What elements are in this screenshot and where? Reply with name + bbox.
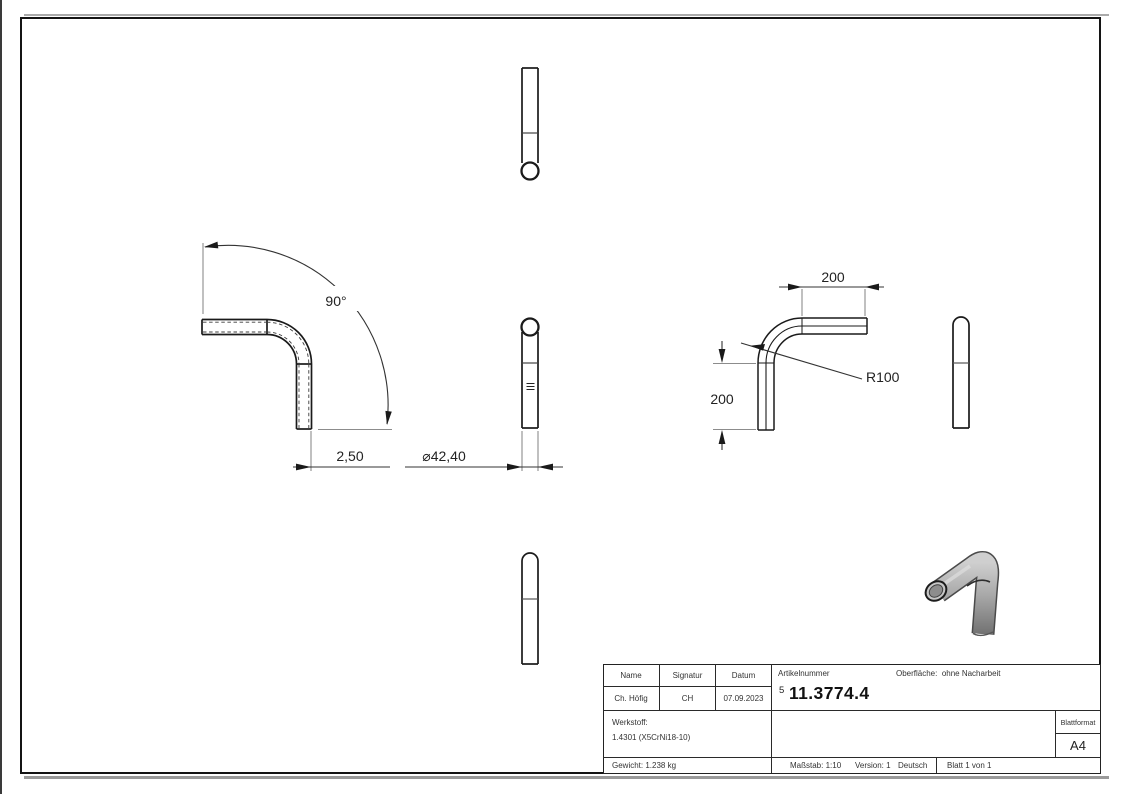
drawing-frame: [20, 17, 1101, 774]
title-block-signature: CH: [660, 687, 716, 711]
title-block: [603, 664, 1101, 774]
marking-symbol: [526, 383, 535, 390]
surface-finish: Oberfläche: ohne Nacharbeit: [896, 669, 1001, 678]
right-pipe-view: [952, 316, 970, 429]
title-block-header-name: Name: [603, 664, 660, 687]
side-bend-view: [757, 317, 868, 431]
language-value: Deutsch: [898, 761, 928, 770]
material-label: Werkstoff:: [612, 718, 648, 727]
empty-cell: [772, 711, 1056, 758]
vertical-leg-dimension: 200: [710, 341, 756, 450]
wall-thickness-label: 2,50: [336, 448, 363, 464]
diameter-label: ⌀42,40: [422, 448, 466, 464]
weight-cell: Gewicht: 1.238 kg: [603, 758, 772, 773]
material-value: 1.4301 (X5CrNi18-10): [612, 733, 691, 742]
bottom-pipe-view: [521, 552, 539, 665]
top-pipe-view: [520, 67, 540, 181]
bend-radius-label: R100: [866, 369, 900, 385]
angle-dimension: 90°: [202, 241, 392, 431]
bend-radius-dimension: R100: [740, 342, 900, 385]
front-bend-hidden-lines: [203, 321, 310, 428]
pipe-opening: [924, 580, 948, 602]
sheet-format-value: A4: [1056, 734, 1100, 758]
version-value: Version: 1: [855, 761, 891, 770]
frame-shadow-top: [24, 14, 1109, 16]
wall-thickness-dimension: 2,50: [293, 431, 390, 471]
article-number-value: 11.3774.4: [789, 683, 870, 703]
article-number-cell: Artikelnummer Oberfläche: ohne Nacharbei…: [772, 664, 1100, 711]
material-cell: Werkstoff: 1.4301 (X5CrNi18-10): [603, 711, 772, 758]
sheet-format-label: Blattformat: [1056, 711, 1100, 734]
article-number-prefix: 5: [779, 685, 785, 696]
bend-seam-line: [966, 579, 991, 587]
front-pipe-view: [520, 317, 540, 429]
vertical-leg-label: 200: [710, 391, 734, 407]
horizontal-leg-label: 200: [821, 269, 845, 285]
title-block-header-signature: Signatur: [660, 664, 716, 687]
article-number-label: Artikelnummer: [778, 669, 830, 678]
frame-shadow-bottom: [24, 776, 1109, 779]
horizontal-leg-dimension: 200: [779, 269, 884, 316]
diameter-dimension: ⌀42,40: [405, 431, 563, 471]
sheet-count-cell: Blatt 1 von 1: [947, 761, 992, 770]
scale-value: Maßstab: 1:10: [790, 761, 842, 770]
bend-angle-label: 90°: [325, 293, 346, 309]
title-block-name: Ch. Höfig: [603, 687, 660, 711]
front-bend-view: [201, 318, 313, 430]
pipe-3d-render: [924, 551, 1000, 637]
pipe-end-cap: [972, 631, 994, 637]
title-block-date: 07.09.2023: [716, 687, 772, 711]
title-block-header-date: Datum: [716, 664, 772, 687]
page-left-edge: [0, 0, 2, 794]
scale-cell: Maßstab: 1:10 Version: 1 Deutsch: [772, 758, 937, 773]
